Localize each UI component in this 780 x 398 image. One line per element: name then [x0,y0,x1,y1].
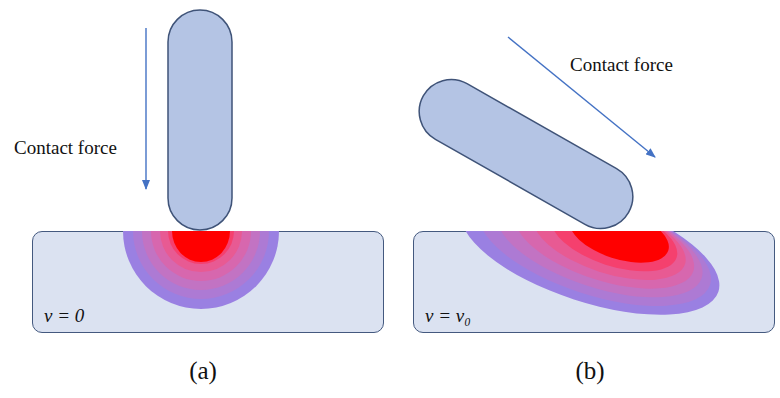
heat-zone [484,231,714,319]
heat-zone [562,231,675,274]
heat-zone [133,231,269,299]
heat-zone [523,231,695,296]
force-arrow [145,28,146,189]
heat-map [32,231,384,333]
material-block: v = 0 [32,231,384,333]
heat-zone [168,231,234,264]
heat-zone [542,231,685,285]
velocity-label: v = 0 [44,306,84,327]
probe [408,68,645,240]
panel-label: (a) [189,357,217,386]
force-label: Contact force [14,137,117,159]
force-label: Contact force [570,54,673,76]
heat-zone [142,231,260,290]
velocity-label: v = v₀ [425,306,471,327]
heat-zone [160,231,242,272]
heat-zone [465,231,725,330]
heat-zone [445,231,734,333]
heat-zone [503,231,704,307]
heat-zone [151,231,251,281]
probe [168,10,232,230]
heat-zone [172,231,230,262]
heat-zone [123,231,279,309]
panel-label: (b) [575,357,604,386]
material-block: v = v₀ [413,231,775,333]
